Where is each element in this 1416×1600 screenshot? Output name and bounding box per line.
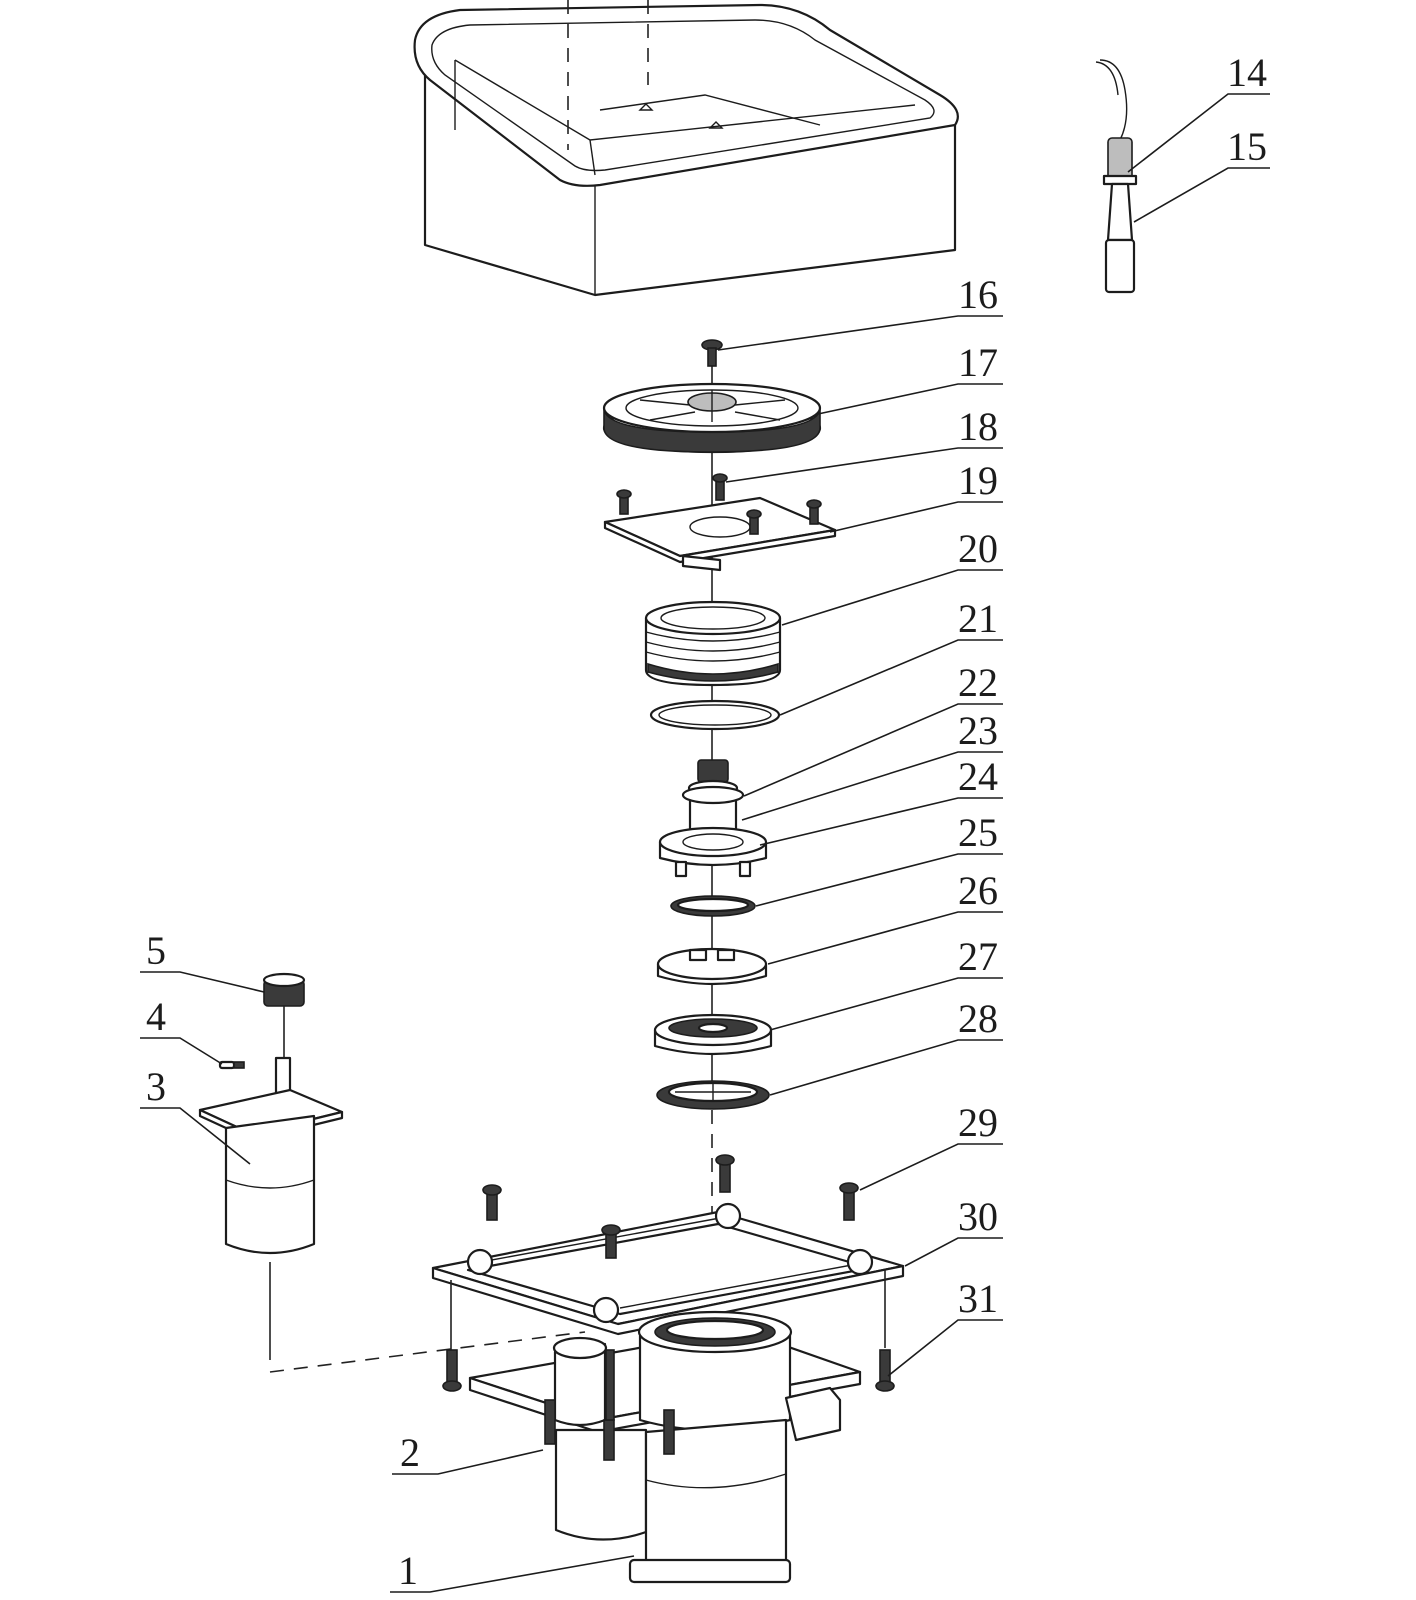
callout-17-label: 17: [958, 340, 998, 385]
part-27-valve-disk: [653, 1013, 773, 1056]
part-25-ring: [670, 895, 756, 917]
callout-29: 29: [859, 1100, 1003, 1191]
callout-22-label: 22: [958, 660, 998, 705]
callout-23-label: 23: [958, 708, 998, 753]
callout-5: 5: [140, 928, 265, 993]
callout-23: 23: [741, 708, 1003, 821]
part-28-seal-disk: [656, 1080, 770, 1110]
callout-4: 4: [140, 994, 223, 1065]
part-21-o-ring: [649, 699, 781, 731]
callout-3: 3: [140, 1064, 251, 1165]
callout-15: 15: [1133, 124, 1270, 223]
callout-18-label: 18: [958, 404, 998, 449]
callout-2-label: 2: [400, 1430, 420, 1475]
callout-30-label: 30: [958, 1194, 998, 1239]
part-1-valve-body: [468, 1310, 862, 1584]
callout-27: 27: [769, 934, 1003, 1031]
callout-28: 28: [769, 996, 1003, 1096]
callout-22: 22: [743, 660, 1003, 797]
sensor-probe-drawing: [1095, 59, 1138, 294]
callout-26: 26: [767, 868, 1003, 965]
callout-26-label: 26: [958, 868, 998, 913]
callout-16-label: 16: [958, 272, 998, 317]
callout-15-label: 15: [1227, 124, 1267, 169]
part-26-disk: [656, 947, 768, 986]
callout-3-label: 3: [146, 1064, 166, 1109]
callout-14: 14: [1127, 50, 1270, 173]
callout-28-label: 28: [958, 996, 998, 1041]
callout-31-label: 31: [958, 1276, 998, 1321]
callout-20-label: 20: [958, 526, 998, 571]
callout-4-label: 4: [146, 994, 166, 1039]
callout-20: 20: [781, 526, 1003, 626]
callout-5-label: 5: [146, 928, 166, 973]
callout-19-label: 19: [958, 458, 998, 503]
part-16-screw: [701, 339, 723, 367]
callout-14-label: 14: [1227, 50, 1267, 95]
callout-18: 18: [725, 404, 1003, 483]
callout-19: 19: [829, 458, 1003, 533]
callout-21: 21: [779, 596, 1003, 716]
callout-17: 17: [817, 340, 1003, 415]
callout-24: 24: [759, 754, 1003, 846]
part-17-gear: [602, 382, 822, 454]
callout-1-label: 1: [398, 1548, 418, 1593]
part-22-25-spindle: [658, 759, 768, 878]
callout-24-label: 24: [958, 754, 998, 799]
callout-21-label: 21: [958, 596, 998, 641]
callout-30: 30: [904, 1194, 1003, 1267]
part-19-plate: [603, 473, 837, 572]
callout-27-label: 27: [958, 934, 998, 979]
part-3-5-motor: [198, 972, 586, 1373]
callout-31: 31: [887, 1276, 1003, 1377]
tank-drawing: [413, 0, 959, 297]
callout-2: 2: [392, 1430, 544, 1475]
callout-25: 25: [755, 810, 1003, 907]
callout-1: 1: [390, 1548, 635, 1593]
callout-29-label: 29: [958, 1100, 998, 1145]
callout-16: 16: [717, 272, 1003, 351]
callout-25-label: 25: [958, 810, 998, 855]
part-20-threaded-nut: [644, 600, 782, 687]
